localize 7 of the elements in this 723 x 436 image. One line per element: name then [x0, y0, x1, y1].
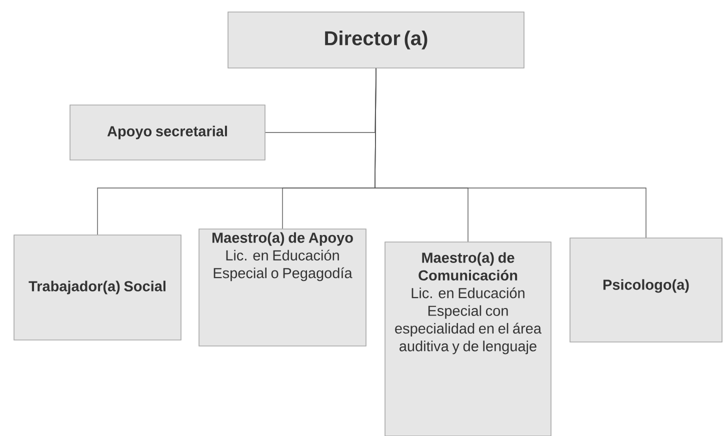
role-box: Trabajador(a) Social	[14, 234, 182, 340]
role-box: Apoyo secretarial	[70, 104, 266, 160]
connector-line	[374, 68, 646, 238]
role-box: Maestro(a) de Comunicación Lic. en Educación Especial con especialidad en el área auditiva y de lenguaje	[384, 242, 552, 436]
role-box: Psicologo(a)	[570, 238, 722, 342]
role-box: Director (a)	[228, 12, 524, 68]
role-box: Maestro(a) de Apoyo Lic. en Educación Especial o Pegagodía	[198, 228, 366, 346]
